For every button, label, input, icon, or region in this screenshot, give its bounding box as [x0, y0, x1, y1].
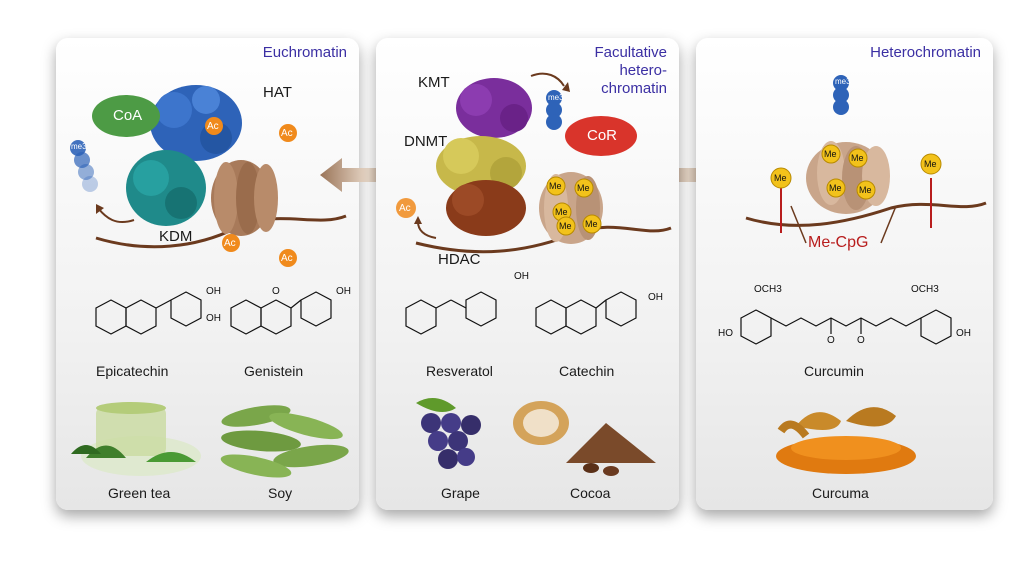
curcuma-image	[776, 407, 916, 474]
me-label: Me	[774, 173, 787, 183]
facultative-heterochromatin-panel: Facultative hetero- chromatin	[376, 38, 679, 510]
food-name: Curcuma	[812, 485, 869, 501]
compound-name: Curcumin	[804, 363, 864, 379]
me-label: Me	[549, 181, 562, 191]
methyl-mark	[856, 180, 876, 200]
me-label: Me	[859, 185, 872, 195]
me3-label: me3	[71, 142, 87, 151]
food-name: Cocoa	[570, 485, 611, 501]
panel-title: Facultative hetero- chromatin	[594, 44, 667, 97]
facultative-molecules	[405, 291, 637, 335]
double-arrow-1	[320, 158, 417, 192]
nucleosome	[211, 160, 278, 236]
oh-label: OH	[956, 328, 971, 339]
hat-enzyme	[150, 85, 242, 161]
grape-image	[416, 398, 481, 469]
oh-label: OH	[206, 286, 221, 297]
dnmt-enzyme	[436, 136, 526, 196]
cocoa-image	[513, 401, 656, 476]
acetyl-mark	[205, 117, 223, 135]
ac-label: Ac	[224, 238, 236, 249]
cor-label: CoR	[587, 127, 618, 144]
ac-label: Ac	[281, 128, 293, 139]
coa-ellipse	[92, 95, 160, 137]
me3-fading-stack	[70, 140, 98, 192]
kdm-label: KDM	[159, 228, 193, 245]
och3-label: OCH3	[911, 284, 939, 295]
o-label: O	[827, 335, 835, 346]
soy-image	[220, 405, 349, 478]
panel-title: Heterochromatin	[870, 44, 981, 61]
och3-label: OCH3	[754, 284, 782, 295]
compound-name: Resveratol	[426, 363, 493, 379]
panel-title: Euchromatin	[262, 44, 347, 61]
me-cpg-label: Me-CpG	[808, 234, 869, 251]
ac-label: Ac	[207, 121, 219, 132]
kmt-enzyme	[456, 78, 532, 138]
me3-label: me3	[835, 77, 851, 86]
ho-label: HO	[718, 328, 733, 339]
compacted-nucleosomes	[806, 141, 890, 214]
me-label: Me	[824, 149, 837, 159]
methyl-mark	[826, 178, 846, 198]
acetyl-mark	[279, 124, 297, 142]
me3-label: me3	[548, 93, 564, 102]
me3-stack	[546, 90, 562, 130]
coa-label: CoA	[113, 107, 143, 124]
methyl-mark	[770, 167, 792, 189]
methyl-mark	[546, 176, 566, 196]
food-name: Grape	[441, 485, 480, 501]
cor-ellipse	[565, 116, 637, 156]
oh-label: OH	[514, 271, 529, 282]
methyl-mark	[920, 153, 942, 175]
compound-name: Genistein	[244, 363, 304, 379]
kdm-enzyme	[126, 150, 206, 226]
dnmt-label: DNMT	[404, 133, 448, 150]
heterochromatin-panel: Heterochromatin me3 Me Me Me Me Me Me Me…	[696, 38, 993, 510]
methyl-mark	[821, 144, 841, 164]
acetyl-mark	[396, 198, 416, 218]
euchromatin-foods	[71, 402, 349, 478]
acetyl-mark	[279, 249, 297, 267]
me-label: Me	[829, 183, 842, 193]
methyl-mark	[556, 216, 576, 236]
me-label: Me	[851, 153, 864, 163]
me-label: Me	[559, 221, 572, 231]
me-label: Me	[577, 183, 590, 193]
hdac-label: HDAC	[438, 251, 481, 268]
ac-label: Ac	[281, 253, 293, 264]
methyl-mark	[582, 214, 602, 234]
euchromatin-illustration	[70, 85, 347, 267]
oh-label: OH	[336, 286, 351, 297]
facultative-illustration	[396, 72, 672, 254]
o-label: O	[272, 286, 280, 297]
methyl-mark	[848, 148, 868, 168]
food-name: Green tea	[108, 485, 171, 501]
oh-label: OH	[206, 313, 221, 324]
heterochromatin-illustration	[745, 75, 987, 244]
me-label: Me	[555, 207, 568, 217]
hat-label: HAT	[263, 84, 292, 101]
compound-name: Catechin	[559, 363, 615, 379]
double-arrow-2	[640, 158, 737, 192]
food-name: Soy	[268, 485, 293, 501]
o-label: O	[857, 335, 865, 346]
ac-label: Ac	[399, 203, 411, 214]
facultative-foods	[416, 398, 656, 476]
curcumin-molecule	[740, 309, 952, 345]
green-tea-image	[71, 402, 201, 476]
compound-name: Epicatechin	[96, 363, 169, 379]
me3-stack	[833, 75, 849, 115]
euchromatin-panel: Euchromatin	[56, 38, 359, 510]
acetyl-mark	[222, 234, 240, 252]
methyl-mark	[574, 178, 594, 198]
euchromatin-molecules	[95, 291, 332, 335]
oh-label: OH	[648, 292, 663, 303]
me-label: Me	[924, 159, 937, 169]
me-label: Me	[585, 219, 598, 229]
kmt-label: KMT	[418, 74, 450, 91]
hdac-enzyme	[446, 180, 526, 236]
